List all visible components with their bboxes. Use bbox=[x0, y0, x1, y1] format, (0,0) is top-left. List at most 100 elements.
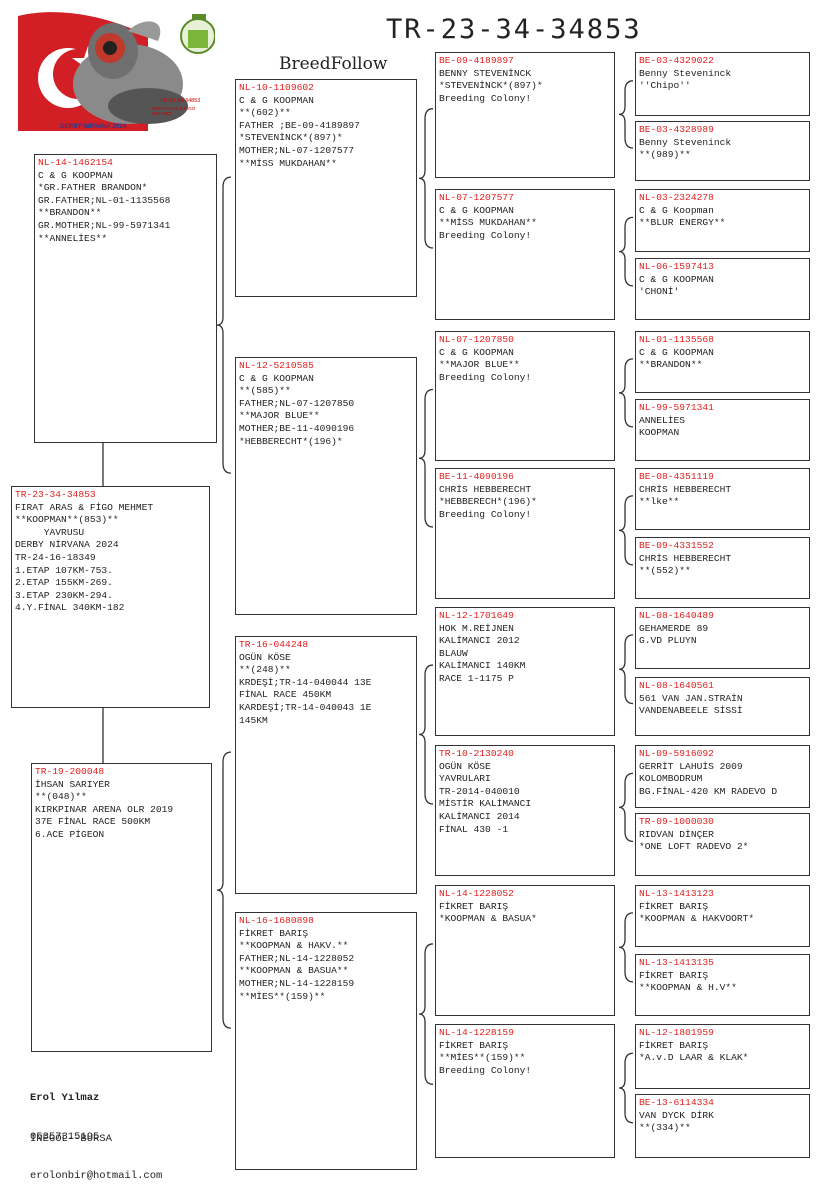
bracket-line bbox=[618, 634, 634, 705]
card-line: VAN DYCK DİRK bbox=[639, 1109, 714, 1121]
card-line: **(602)** bbox=[239, 107, 291, 119]
card-line: 4.Y.FİNAL 340KM-182 bbox=[15, 602, 125, 614]
bracket-line bbox=[216, 751, 232, 1029]
card-line: C & G KOOPMAN bbox=[239, 94, 314, 106]
card-line: KOLOMBODRUM bbox=[639, 773, 703, 785]
card-line: BENNY STEVENİNCK bbox=[439, 67, 532, 79]
card-line: **BRANDON** bbox=[639, 359, 703, 371]
card-line: FİKRET BARIŞ bbox=[439, 1039, 509, 1051]
card-line: *HEBBERECHT*(196)* bbox=[239, 435, 343, 447]
card-line: TR-24-16-18349 bbox=[15, 551, 96, 563]
logo-mini-owner: FIRAT ARAS & FİGO MEHMET bbox=[152, 106, 196, 116]
bracket-line bbox=[418, 108, 434, 249]
card-line: *KOOPMAN & BASUA* bbox=[439, 913, 537, 925]
ring-number: TR-10-2130240 bbox=[439, 748, 514, 759]
card-line: 1.ETAP 107KM-753. bbox=[15, 564, 113, 576]
card-line: C & G KOOPMAN bbox=[239, 372, 314, 384]
ring-number: BE-11-4090196 bbox=[439, 471, 514, 482]
card-line: BG.FİNAL-420 KM RADEVO D bbox=[639, 785, 778, 797]
card-line: KALİMANCI 2012 bbox=[439, 635, 520, 647]
card-line: HOK M.REİJNEN bbox=[439, 622, 514, 634]
card-line: DERBY NİRVANA 2024 bbox=[15, 539, 119, 551]
card-line: FİKRET BARIŞ bbox=[439, 900, 509, 912]
card-line: RIDVAN DİNÇER bbox=[639, 828, 714, 840]
ring-number: NL-14-1462154 bbox=[38, 157, 113, 168]
card-line: Breeding Colony! bbox=[439, 371, 532, 383]
bracket-line bbox=[618, 772, 634, 842]
card-line: Breeding Colony! bbox=[439, 508, 532, 520]
card-line: 6.ACE PİGEON bbox=[35, 828, 105, 840]
card-line: CHRİS HEBBERECHT bbox=[439, 483, 532, 495]
card-line: 'CHONİ' bbox=[639, 286, 680, 298]
ring-number: BE-03-4328989 bbox=[639, 124, 714, 135]
card-line: C & G KOOPMAN bbox=[439, 204, 514, 216]
card-line: **MİSS MUKDAHAN** bbox=[439, 217, 537, 229]
card-line: *HEBBERECH*(196)* bbox=[439, 496, 537, 508]
bracket-line bbox=[418, 943, 434, 1085]
pigeon-flag-image bbox=[18, 6, 215, 136]
card-line: BLAUW bbox=[439, 647, 468, 659]
card-line: **KOOPMAN**(853)** bbox=[15, 514, 119, 526]
card-line: 561 VAN JAN.STRAİN bbox=[639, 692, 743, 704]
ring-number: NL-13-1413123 bbox=[639, 888, 714, 899]
card-line: TR-2014-040010 bbox=[439, 785, 520, 797]
logo-mini-ring: TR-23-34-34853 bbox=[160, 98, 201, 104]
card-line: KRDEŞİ;TR-14-040044 13E bbox=[239, 676, 372, 688]
card-line: MOTHER;BE-11-4090196 bbox=[239, 422, 355, 434]
card-line: OGÜN KÖSE bbox=[439, 760, 491, 772]
contact-phone: 05357315195 bbox=[30, 1131, 100, 1143]
brand-name: BreedFollow bbox=[279, 54, 388, 74]
bracket-line bbox=[216, 176, 232, 474]
ring-number: NL-06-1597413 bbox=[639, 261, 714, 272]
card-line: **(989)** bbox=[639, 149, 691, 161]
ring-number: TR-19-200048 bbox=[35, 766, 105, 777]
card-line: **BLUR ENERGY** bbox=[639, 217, 726, 229]
bracket-line bbox=[618, 912, 634, 983]
bracket-line bbox=[418, 664, 434, 805]
card-line: MİSTİR KALİMANCI bbox=[439, 798, 532, 810]
card-line: C & G Koopman bbox=[639, 204, 714, 216]
contact-city: İNEGÖL--BURSA bbox=[30, 1133, 112, 1145]
card-line: CHRİS HEBBERECHT bbox=[639, 483, 732, 495]
card-line: OGÜN KÖSE bbox=[239, 651, 291, 663]
card-line: Breeding Colony! bbox=[439, 1064, 532, 1076]
ring-number: BE-13-6114334 bbox=[639, 1097, 714, 1108]
bracket-line bbox=[618, 495, 634, 566]
card-line: **lke** bbox=[639, 496, 680, 508]
card-line: FİKRET BARIŞ bbox=[239, 927, 309, 939]
ring-number: NL-13-1413135 bbox=[639, 957, 714, 968]
ring-number: NL-12-1801959 bbox=[639, 1027, 714, 1038]
ring-number: NL-10-1109602 bbox=[239, 82, 314, 93]
pedigree-title: TR-23-34-34853 bbox=[386, 14, 642, 45]
card-line: FATHER;NL-14-1228052 bbox=[239, 952, 355, 964]
ring-number: NL-03-2324278 bbox=[639, 192, 714, 203]
card-line: İHSAN SARIYER bbox=[35, 778, 110, 790]
card-line: **BRANDON** bbox=[38, 207, 102, 219]
card-line: **MİSS MUKDAHAN** bbox=[239, 157, 337, 169]
card-line: MOTHER;NL-07-1207577 bbox=[239, 144, 355, 156]
card-line: CHRİS HEBBERECHT bbox=[639, 552, 732, 564]
card-line: Breeding Colony! bbox=[439, 229, 532, 241]
ring-number: NL-07-1207577 bbox=[439, 192, 514, 203]
bracket-line bbox=[618, 80, 634, 149]
ring-number: NL-12-5210585 bbox=[239, 360, 314, 371]
card-line: C & G KOOPMAN bbox=[38, 169, 113, 181]
card-line: FİKRET BARIŞ bbox=[639, 900, 709, 912]
card-line: FATHER ;BE-09-4189897 bbox=[239, 119, 360, 131]
ring-number: TR-16-044248 bbox=[239, 639, 309, 650]
